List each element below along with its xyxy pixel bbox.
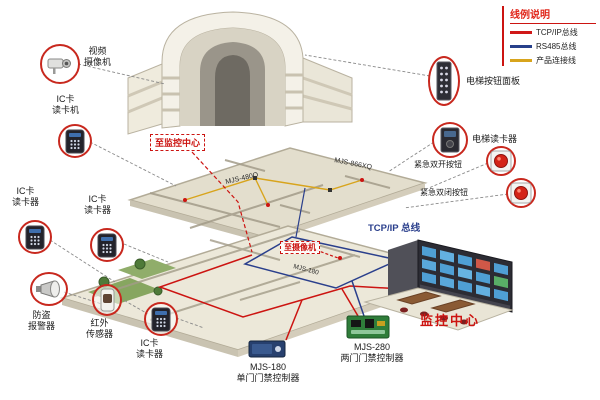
ir-sensor-label: 红外 传感器 [86,318,114,340]
to-monitor-center-tag: 至监控中心 [150,134,206,151]
mjs180-controller-icon [248,340,286,358]
arch-building [127,11,353,135]
elevator-panel-icon [436,61,452,101]
rs485-bus-lines [243,187,401,317]
emergency-button-icon [490,150,512,172]
mjs280-label: MJS-280 两门门禁控制器 [340,342,404,364]
ic-reader-3-callout [90,228,124,262]
emergency-open-label: 紧急双开按钮 [414,160,462,169]
ic-reader-1-label: IC卡 读卡机 [52,94,80,116]
middle-floor: MJS-480Q MJS-866XQ [127,147,428,243]
ic-reader-1-callout [58,124,92,158]
legend-item-label: 产品连接线 [536,56,576,65]
monitor-center-title: 监控中心 [420,313,481,328]
elevator-panel-callout [428,56,460,106]
ic-reader-icon [25,225,45,249]
emergency-close-callout [506,178,536,208]
ic-reader-icon [151,307,171,331]
product-connect-lines [184,177,363,206]
tcpip-bus-lines [157,151,421,341]
alarm-callout [30,272,68,306]
ic-reader-2-callout [18,220,52,254]
alarm-siren-icon [36,280,60,298]
ic-reader-icon [97,233,117,257]
ic-reader-icon [65,129,85,153]
legend: 线例说明 TCP/IP总线 RS485总线 产品连接线 [502,6,596,66]
camera-callout [40,44,80,84]
legend-item-label: TCP/IP总线 [536,28,578,37]
mjs280-device [346,314,390,345]
legend-item-rs485: RS485总线 [510,41,596,52]
emergency-close-label: 紧急双闭按钮 [420,188,468,197]
connector-lines [49,54,509,329]
ic-reader-3-label: IC卡 读卡器 [84,194,112,216]
legend-item-tcpip: TCP/IP总线 [510,27,596,38]
camera-label: 视频 摄像机 [84,46,112,68]
legend-title: 线例说明 [510,6,596,24]
ic-reader-4-callout [144,302,178,336]
tcpip-line-swatch [510,31,532,34]
emergency-button-icon [510,182,532,204]
emergency-open-callout [486,146,516,176]
elevator-panel-label: 电梯按钮面板 [466,76,521,86]
ir-sensor-callout [92,284,122,316]
product-line-swatch [510,59,532,62]
tcpip-bus-note: TCP/IP 总线 [368,223,421,234]
to-camera-tag: 至摄像机 [280,241,320,254]
ir-sensor-icon [100,288,114,312]
mjs280-controller-icon [346,315,390,339]
elevator-reader-label: 电梯读卡器 [472,134,518,144]
rs485-line-swatch [510,45,532,48]
alarm-label: 防盗 报警器 [28,310,56,332]
legend-item-label: RS485总线 [536,42,577,51]
floor-device-dots [183,176,364,260]
elevator-reader-icon [440,127,460,153]
camera-icon [47,58,71,74]
legend-item-product: 产品连接线 [510,55,596,66]
trees [98,258,163,296]
mjs180-device [248,338,286,365]
mjs180-label: MJS-180 单门门禁控制器 [236,362,300,384]
ic-reader-4-label: IC卡 读卡器 [136,338,164,360]
monitor-room [363,239,514,331]
ic-reader-2-label: IC卡 读卡器 [12,186,40,208]
elevator-reader-callout [432,122,468,158]
